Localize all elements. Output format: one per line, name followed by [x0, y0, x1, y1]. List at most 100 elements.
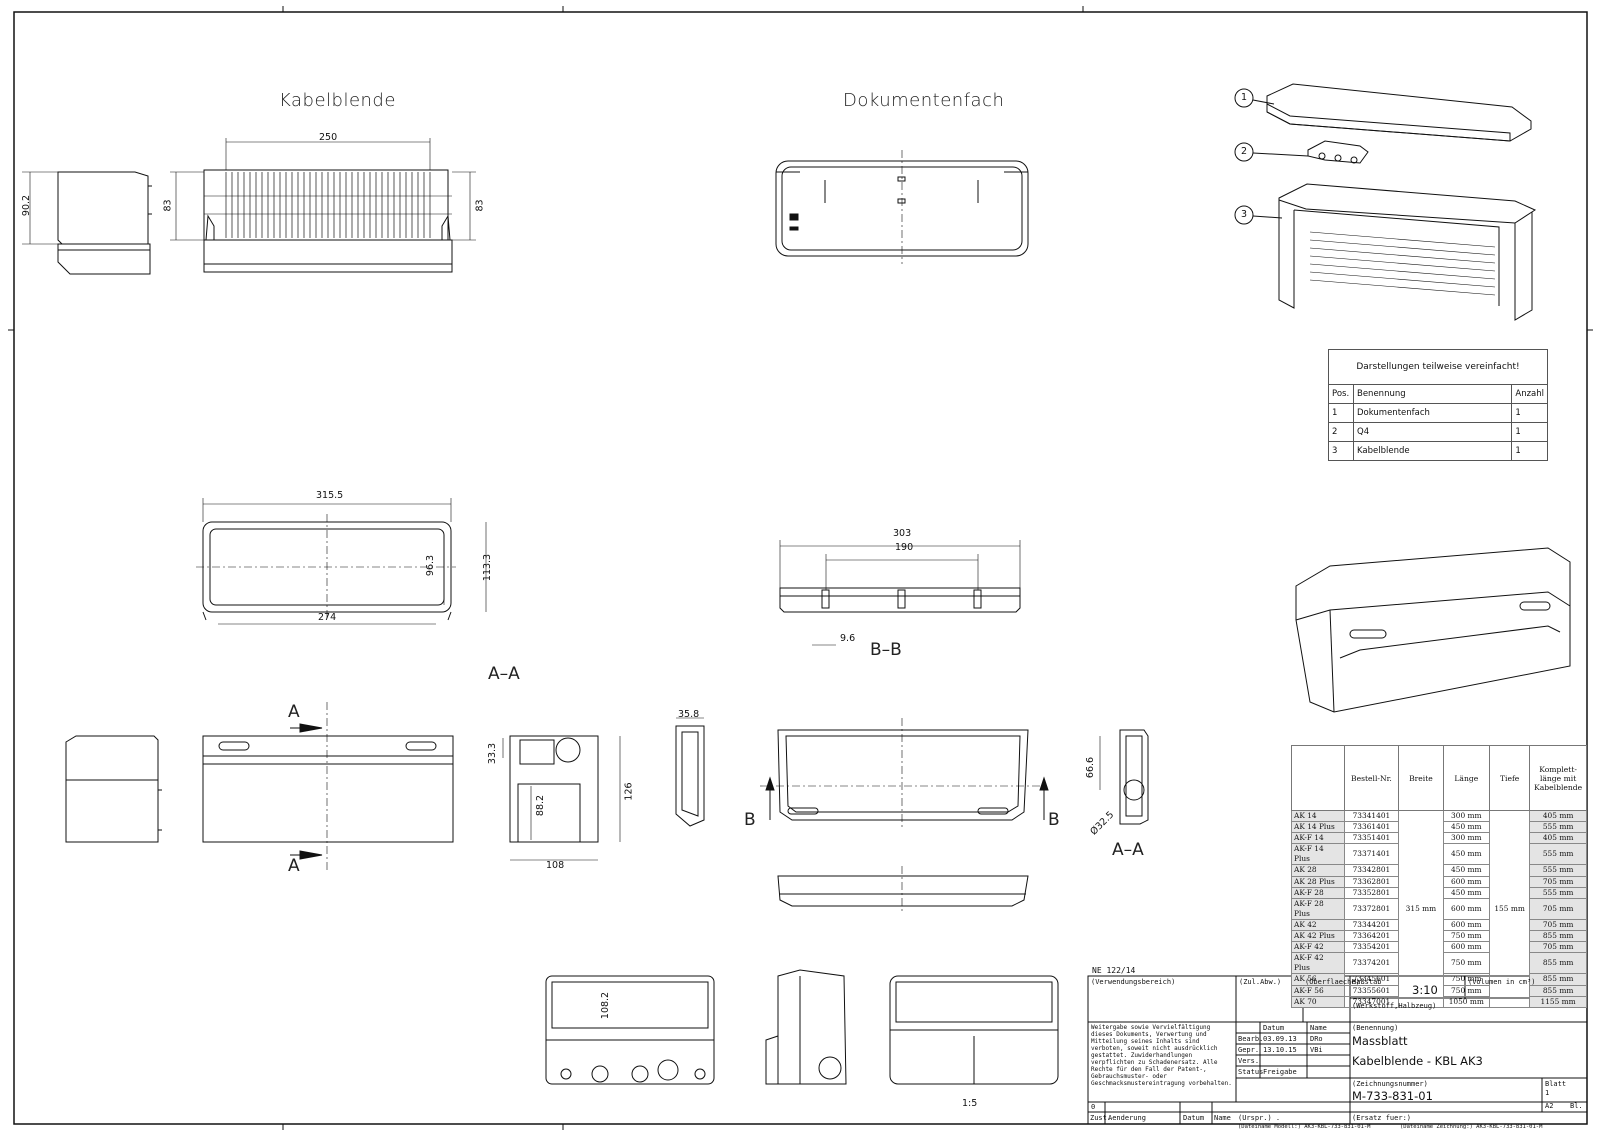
variant-order-number: 73342801	[1343, 864, 1400, 877]
zeichnungsnummer-label: (Zeichnungsnummer)	[1352, 1080, 1428, 1088]
parts-qty: 1	[1511, 403, 1548, 423]
parts-pos: 1	[1328, 403, 1354, 423]
sheet-frame	[13, 11, 1588, 1125]
variant-laenge: 450 mm	[1442, 821, 1491, 834]
dokumentenfach-bb-view	[779, 540, 1021, 646]
status-value: Freigabe	[1263, 1068, 1297, 1076]
variant-total-length: 705 mm	[1529, 918, 1587, 932]
variant-laenge: 600 mm	[1442, 897, 1491, 920]
dim-108: 108	[546, 860, 565, 871]
legal-notice: Weitergabe sowie Vervielfältigung dieses…	[1091, 1024, 1232, 1087]
variant-name: AK-F 14 Plus	[1291, 843, 1345, 866]
section-arrow-label-a-bottom: A	[288, 856, 300, 876]
variant-name: AK 42 Plus	[1291, 930, 1345, 943]
drawing-title-1: Massblatt	[1352, 1034, 1408, 1048]
werkstoff-label: (Werkstoff,Halbzeug)	[1352, 1002, 1437, 1010]
dim-66-6: 66.6	[1085, 756, 1097, 779]
variant-total-length: 555 mm	[1529, 821, 1587, 834]
variant-laenge: 1050 mm	[1442, 995, 1491, 1008]
variant-name: AK 28	[1291, 864, 1345, 877]
parts-list-header: Benennung	[1352, 384, 1513, 404]
variant-laenge: 750 mm	[1442, 930, 1491, 943]
detail-view-side	[765, 969, 847, 1085]
variant-name: AK-F 28	[1291, 886, 1345, 899]
variant-order-number: 73341401	[1343, 809, 1400, 823]
parts-name: Kabelblende	[1352, 441, 1513, 461]
dim-96-3: 96.3	[425, 554, 437, 577]
dim-303: 303	[893, 528, 912, 539]
variant-laenge: 750 mm	[1442, 952, 1491, 975]
oberflaeche-label: (Oberflaeche)	[1305, 978, 1360, 986]
section-arrow-label-a-top: A	[288, 702, 300, 722]
bearb-datum: 03.09.13	[1263, 1035, 1297, 1043]
drawing-number: M-733-831-01	[1352, 1089, 1433, 1103]
variant-tiefe: 155 mm	[1488, 810, 1531, 1008]
dim-35-8: 35.8	[678, 709, 700, 720]
volumen-label: (Volumen in cm³)	[1468, 978, 1536, 986]
variant-order-number: 73364201	[1343, 930, 1400, 943]
detail-view-front	[545, 975, 715, 1085]
callout-1: 1	[1241, 92, 1248, 103]
bl-label: Bl.	[1570, 1102, 1583, 1110]
detail-scale-label: 1:5	[962, 1098, 978, 1109]
kabelblende-front-view-2	[202, 702, 454, 870]
parts-list-header: Pos.	[1328, 384, 1354, 404]
zul-abw-label: (Zul.Abw.)	[1239, 978, 1282, 986]
kabelblende-title: Kabelblende	[279, 90, 396, 111]
section-label-aa-2: A–A	[1112, 840, 1144, 860]
variant-laenge: 450 mm	[1442, 864, 1491, 877]
variant-laenge: 600 mm	[1442, 918, 1491, 932]
dim-9-6: 9.6	[840, 633, 856, 644]
gepr-name: VBi	[1310, 1046, 1323, 1054]
vers-label: Vers.	[1238, 1057, 1260, 1065]
bearb-label: Bearb.	[1238, 1035, 1264, 1043]
variant-laenge: 300 mm	[1442, 832, 1491, 845]
variant-name: AK-F 14	[1291, 832, 1345, 845]
variant-laenge: 600 mm	[1442, 875, 1491, 888]
kabelblende-front-view	[170, 138, 476, 273]
variant-order-number: 73352801	[1343, 886, 1400, 899]
dim-108-2: 108.2	[600, 991, 612, 1020]
variants-header: Tiefe	[1488, 745, 1531, 811]
variant-name: AK 28 Plus	[1291, 875, 1345, 888]
variant-breite: 315 mm	[1398, 810, 1444, 1008]
parts-name: Q4	[1352, 422, 1513, 442]
aenderung-label: Aenderung	[1108, 1114, 1146, 1122]
variants-header: Breite	[1398, 745, 1444, 811]
parts-qty: 1	[1511, 422, 1548, 442]
ersatz-label: (Ersatz fuer:)	[1352, 1114, 1412, 1122]
parts-qty: 1	[1511, 441, 1548, 461]
dim-274: 274	[318, 612, 337, 623]
parts-list-row: 2 Q4 1	[1328, 422, 1548, 442]
status-label: Status	[1238, 1068, 1264, 1076]
section-label-bb: B–B	[870, 640, 902, 660]
variant-name: AK-F 42	[1291, 941, 1345, 954]
parts-pos: 2	[1328, 422, 1354, 442]
variant-laenge: 600 mm	[1442, 941, 1491, 954]
parts-list-row: 1 Dokumentenfach 1	[1328, 403, 1548, 423]
variant-laenge: 750 mm	[1442, 973, 1491, 986]
name-header: Name	[1310, 1024, 1327, 1032]
bearb-name: DRo	[1310, 1035, 1323, 1043]
massstab-label: Maßstab	[1352, 978, 1382, 986]
dim-190: 190	[895, 542, 914, 553]
callout-3: 3	[1241, 209, 1248, 220]
variant-order-number: 73354201	[1343, 941, 1400, 954]
variant-total-length: 555 mm	[1529, 843, 1587, 866]
dokumentenfach-title: Dokumentenfach	[843, 90, 1005, 111]
variant-order-number: 73362801	[1343, 875, 1400, 888]
variant-total-length: 705 mm	[1529, 875, 1587, 888]
variant-laenge: 750 mm	[1442, 984, 1491, 997]
revision-number: 0	[1091, 1103, 1096, 1111]
dim-315-5: 315.5	[316, 490, 344, 501]
